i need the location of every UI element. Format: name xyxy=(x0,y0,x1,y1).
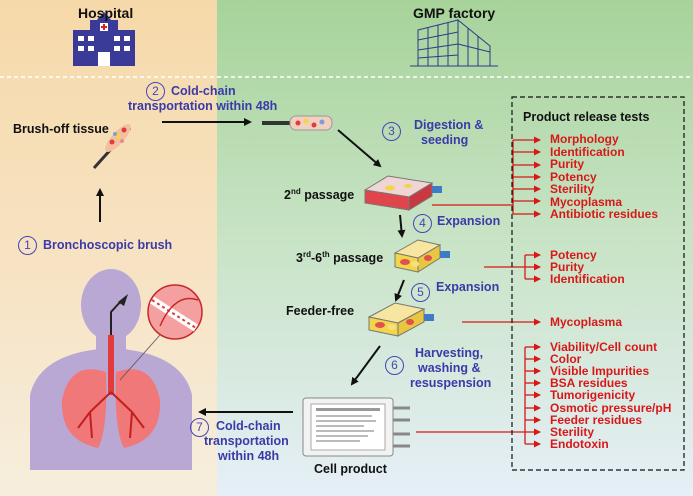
test-item: Potency xyxy=(550,248,597,262)
step-6-label-line3: resuspension xyxy=(410,376,492,390)
factory-building-icon xyxy=(410,18,498,67)
brush-off-tissue-label: Brush-off tissue xyxy=(13,122,109,136)
test-connectors xyxy=(416,136,541,448)
test-item: Feeder residues xyxy=(550,413,643,427)
passage-2nd-label: 2nd passage xyxy=(284,187,355,203)
step-6-label-line2: washing & xyxy=(418,361,481,375)
hospital-title: Hospital xyxy=(78,5,134,21)
test-item: Purity xyxy=(550,157,585,171)
step-3-badge: 3 xyxy=(382,122,401,141)
step-4-label: Expansion xyxy=(437,214,501,228)
step-5-badge: 5 xyxy=(411,283,430,302)
flow-arrows xyxy=(96,118,406,416)
transport-tube-icon xyxy=(262,115,333,131)
test-item: Color xyxy=(550,352,582,366)
test-item: Antibiotic residues xyxy=(550,207,659,221)
test-item: Tumorigenicity xyxy=(550,388,636,402)
step-2-badge: 2 xyxy=(146,82,165,101)
hospital-building-icon xyxy=(73,12,135,66)
feeder-free-label: Feeder-free xyxy=(286,304,355,318)
flask-feeder-free-icon xyxy=(367,302,434,337)
test-item: BSA residues xyxy=(550,376,628,390)
flask-3rd-6th-passage-icon xyxy=(393,239,450,273)
step-6-label-line1: Harvesting, xyxy=(415,346,484,360)
test-item: Sterility xyxy=(550,182,595,196)
test-item: Mycoplasma xyxy=(550,194,623,209)
step-3-label-line2: seeding xyxy=(421,133,469,147)
cell-product-label: Cell product xyxy=(314,462,387,476)
test-item: Osmotic pressure/pH xyxy=(550,401,672,415)
factory-panel xyxy=(217,0,693,496)
factory-title: GMP factory xyxy=(413,5,496,21)
test-item: Mycoplasma xyxy=(550,315,623,329)
step-7-label-line2: transportation xyxy=(204,434,289,448)
test-item: Sterility xyxy=(550,425,595,439)
step-7-label-line3: within 48h xyxy=(218,449,280,463)
test-item: Morphology xyxy=(550,132,619,146)
test-item: Identification xyxy=(550,272,625,286)
test-item: Visible Impurities xyxy=(550,364,650,378)
step-2-label-line2: transportation within 48h xyxy=(128,99,278,113)
step-2-label-line1: Cold-chain xyxy=(171,84,236,98)
human-body-illustration xyxy=(30,269,203,470)
cell-product-bag-icon xyxy=(302,397,410,457)
step-7-badge: 7 xyxy=(190,418,209,437)
step-1-label: Bronchoscopic brush xyxy=(43,238,173,252)
brush-tissue-icon xyxy=(92,124,132,170)
test-item: Endotoxin xyxy=(550,437,609,451)
test-item: Identification xyxy=(550,144,625,159)
step-1-badge: 1 xyxy=(18,236,37,255)
step-3-label-line1: Digestion & xyxy=(414,118,484,132)
step-5-label: Expansion xyxy=(436,280,500,294)
test-item: Potency xyxy=(550,169,597,184)
step-6-badge: 6 xyxy=(385,356,404,375)
test-item: Purity xyxy=(550,260,585,274)
release-tests-title: Product release tests xyxy=(523,110,650,124)
lungs-icon xyxy=(61,369,161,448)
passage-3rd-6th-label: 3rd-6th passage xyxy=(296,250,384,266)
test-item: Viability/Cell count xyxy=(550,340,658,354)
step-7-label-line1: Cold-chain xyxy=(216,419,281,433)
step-4-badge: 4 xyxy=(413,214,432,233)
flask-2nd-passage-icon xyxy=(363,175,442,211)
